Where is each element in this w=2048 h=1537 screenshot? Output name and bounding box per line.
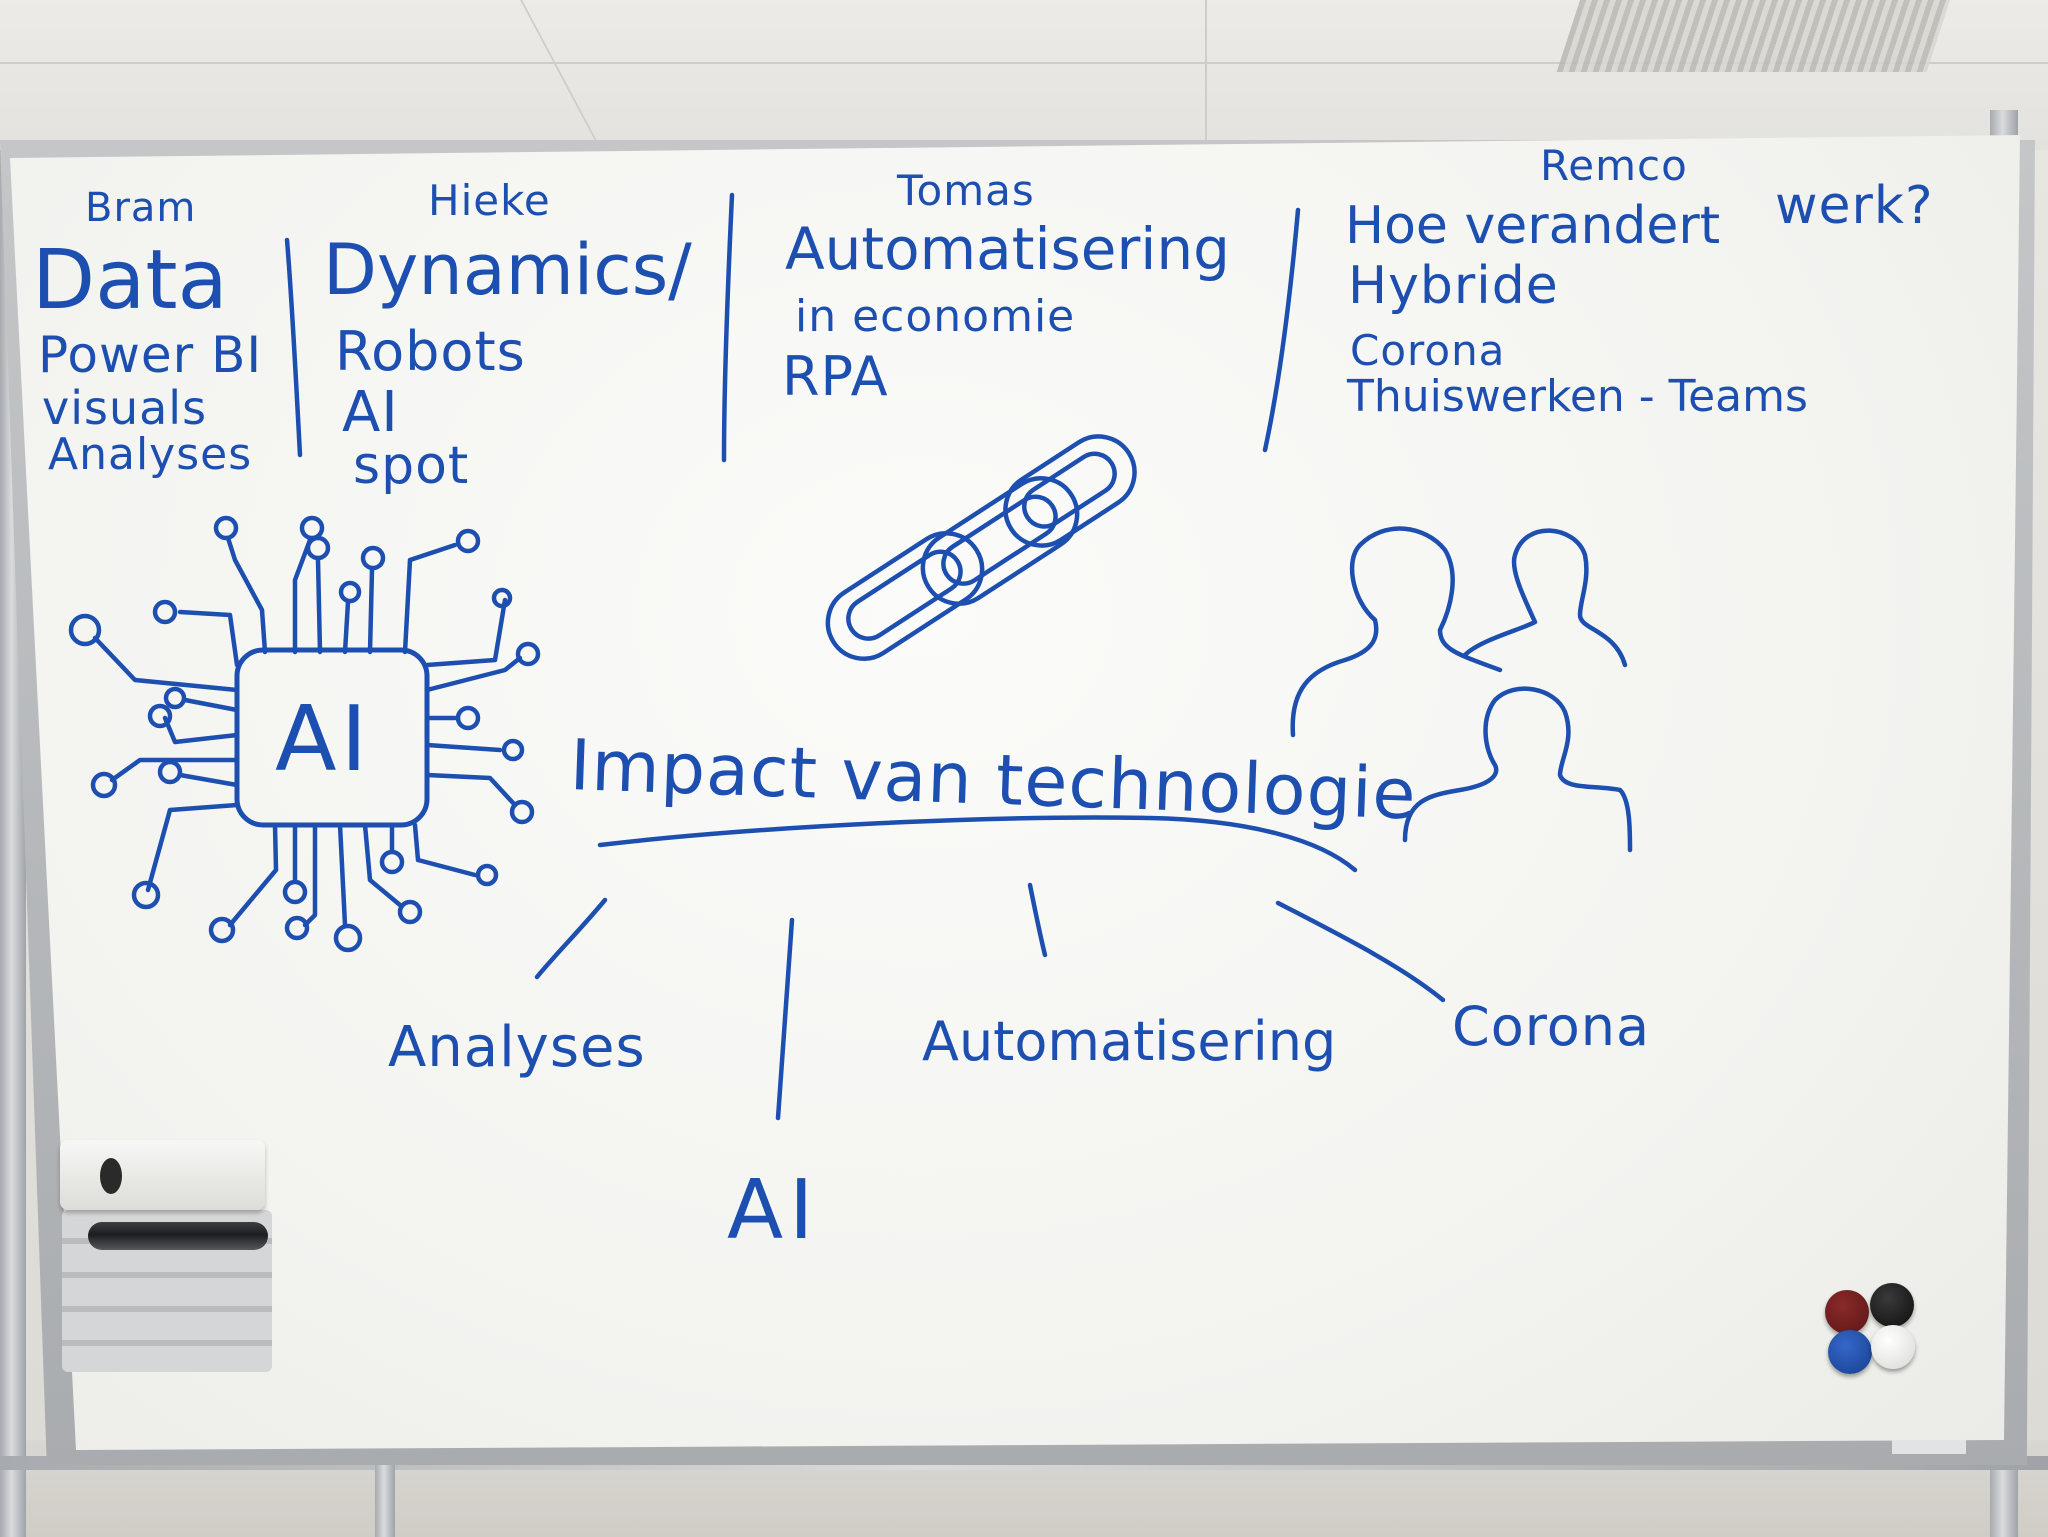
note-remco-hybride: Hybride xyxy=(1348,256,1559,316)
whiteboard-eraser[interactable] xyxy=(60,1140,265,1210)
ceiling-panel-seam xyxy=(0,62,2048,64)
magnet-white[interactable] xyxy=(1871,1325,1915,1369)
branch-label-automatisering: Automatisering xyxy=(922,1010,1337,1073)
note-hieke-robots: Robots xyxy=(335,320,526,383)
note-bram-visuals: visuals xyxy=(42,381,208,435)
whiteboard-marker[interactable] xyxy=(88,1222,268,1250)
note-hieke-dynamics: Dynamics/ xyxy=(323,229,692,311)
eraser-logo-icon xyxy=(100,1158,122,1194)
column-divider xyxy=(1262,207,1301,453)
stand-post xyxy=(375,1460,395,1537)
note-remco-werk: werk? xyxy=(1775,176,1934,236)
branch-line xyxy=(534,897,608,980)
ceiling-panel-seam xyxy=(1205,0,1207,150)
branch-line xyxy=(1027,882,1048,958)
branch-line xyxy=(775,917,795,1121)
column-divider xyxy=(284,237,303,458)
magnet-black[interactable] xyxy=(1870,1283,1914,1327)
note-bram-power-bi: Power BI xyxy=(38,326,263,384)
column-divider xyxy=(721,192,735,463)
note-hieke-ai: AI xyxy=(342,380,399,445)
column-name-remco: Remco xyxy=(1540,141,1688,190)
frame-brand-plate xyxy=(1892,1440,1966,1454)
note-hieke-spot: spot xyxy=(353,436,470,496)
ceiling xyxy=(0,0,2048,150)
note-remco-thuiswerken: Thuiswerken - Teams xyxy=(1347,371,1808,422)
magnet-blue[interactable] xyxy=(1828,1330,1872,1374)
ai-chip-icon xyxy=(68,515,541,953)
branch-line xyxy=(1275,900,1446,1003)
column-name-hieke: Hieke xyxy=(428,176,551,225)
people-group-icon xyxy=(1290,526,1633,853)
note-bram-analyses: Analyses xyxy=(48,429,253,480)
column-name-tomas: Tomas xyxy=(897,166,1035,215)
branch-label-analyses: Analyses xyxy=(388,1015,646,1080)
title-underline xyxy=(597,815,1358,873)
note-remco-corona: Corona xyxy=(1350,326,1506,375)
magnet-red[interactable] xyxy=(1825,1290,1869,1334)
note-remco-hoe-verandert: Hoe verandert xyxy=(1345,196,1721,256)
note-bram-data: Data xyxy=(32,233,228,328)
branch-label-corona: Corona xyxy=(1452,995,1651,1058)
chain-link-icon xyxy=(825,434,1137,661)
column-name-bram: Bram xyxy=(85,185,197,231)
note-tomas-automatisering: Automatisering xyxy=(785,215,1230,283)
chip-label: AI xyxy=(275,687,372,792)
note-tomas-in-economie: in economie xyxy=(795,291,1076,342)
branch-label-ai: AI xyxy=(727,1163,820,1258)
note-tomas-rpa: RPA xyxy=(782,345,889,408)
